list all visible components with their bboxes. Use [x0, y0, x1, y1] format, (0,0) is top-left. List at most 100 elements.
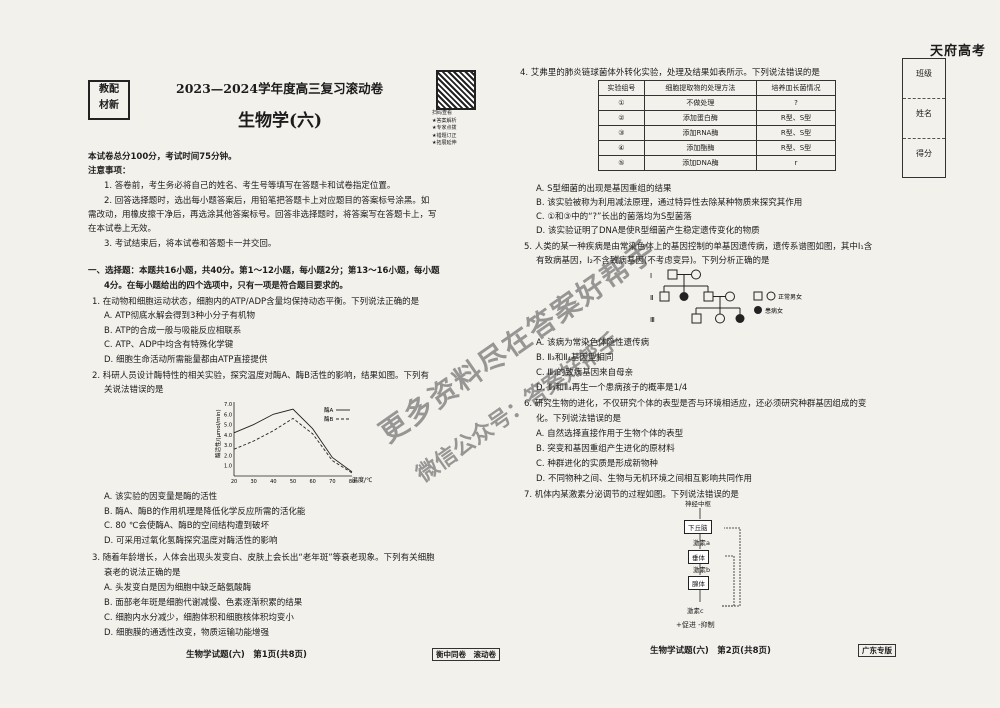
y-tick-label: 3.0 — [224, 443, 232, 449]
male-normal — [659, 291, 670, 302]
notes-label: 注意事项： — [88, 166, 131, 176]
y-tick-label: 4.0 — [224, 433, 232, 439]
page-footer-right: 生物学试题(六) 第2页(共8页) — [650, 646, 771, 656]
option[interactable]: C. 种群进化的实质是形成新物种 — [536, 459, 658, 469]
option[interactable]: A. 该病为常染色体隐性遗传病 — [536, 338, 650, 348]
legend-label: 酶A — [324, 406, 334, 414]
edition-tag: 广东专版 — [858, 644, 896, 657]
y-tick-label: 5.0 — [224, 423, 232, 429]
score-field[interactable]: 得分 — [916, 149, 932, 158]
y-tick-label: 1.0 — [224, 464, 232, 470]
option[interactable]: B. Ⅱ₃和Ⅱ₄基因型相同 — [536, 353, 614, 363]
option[interactable]: A. 该实验的因变量是酶的活性 — [104, 492, 218, 502]
option[interactable]: C. Ⅲ₃的致病基因来自母亲 — [536, 368, 634, 378]
name-field[interactable]: 姓名 — [903, 99, 945, 139]
option[interactable]: B. 该实验被称为利用减法原理，通过特异性去除某种物质来探究其作用 — [536, 198, 803, 208]
option[interactable]: C. ATP、ADP中均含有特殊化学键 — [104, 340, 234, 350]
question-stem: 有致病基因，Ⅰ₂不含致病基因(不考虑变异)。下列分析正确的是 — [536, 256, 770, 266]
series-line-2 — [233, 417, 353, 474]
legend-female-icon — [766, 291, 776, 301]
option[interactable]: B. ATP的合成一般与吸能反应相联系 — [104, 326, 242, 336]
y-axis-label: 酶活性/(μmol/min) — [214, 409, 222, 458]
flow-legend: +促进 -抑制 — [676, 621, 715, 629]
option[interactable]: D. 可采用过氧化氢酶探究温度对酶活性的影响 — [104, 536, 278, 546]
x-tick-label: 60 — [309, 479, 315, 485]
note-line: 1. 答卷前，考生务必将自己的姓名、考生号等填写在答题卡和试卷指定位置。 — [104, 181, 396, 191]
qr-code-icon[interactable] — [436, 70, 476, 110]
stamp-seal: 教配 材新 — [88, 80, 130, 120]
legend-label: 正常男女 — [778, 293, 802, 301]
generation-label: Ⅰ — [650, 272, 652, 280]
question-stem: 化。下列说法错误的是 — [536, 414, 622, 424]
option[interactable]: D. 该实验证明了DNA是使R型细菌产生稳定遗传变化的物质 — [536, 226, 760, 236]
flow-node: 垂体 — [688, 550, 709, 564]
flow-node: 下丘脑 — [684, 520, 712, 534]
y-tick-label: 6.0 — [224, 412, 232, 418]
generation-label: Ⅲ — [650, 316, 655, 324]
legend-label: 患病女 — [765, 307, 783, 315]
question-stem: 6. 研究生物的进化，不仅研究个体的表型是否与环境相适应，还必须研究种群基因组成… — [524, 399, 867, 409]
exam-info: 本试卷总分100分，考试时间75分钟。 — [88, 152, 237, 162]
x-tick-label: 20 — [231, 479, 237, 485]
section-heading: 一、选择题：本题共16小题，共40分。第1～12小题，每小题2分；第13～16小… — [88, 266, 440, 276]
question-stem: 4. 艾弗里的肺炎链球菌体外转化实验，处理及结果如表所示。下列说法错误的是 — [520, 68, 820, 78]
question-stem: 5. 人类的某一种疾病是由常染色体上的基因控制的单基因遗传病，遗传系谱图如图，其… — [524, 242, 873, 252]
legend-male-icon — [753, 291, 763, 301]
legend-label: 酶B — [324, 415, 334, 423]
option[interactable]: B. 酶A、酶B的作用机理是降低化学反应所需的活化能 — [104, 507, 306, 517]
option[interactable]: C. 细胞内水分减少，细胞体积和细胞核体积均变小 — [104, 613, 294, 623]
flow-node: 神经中枢 — [685, 500, 711, 508]
flow-label: 激素c — [687, 607, 704, 615]
question-stem: 1. 在动物和细胞运动状态，细胞内的ATP/ADP含量均保持动态平衡。下列说法正… — [92, 297, 420, 307]
female-normal — [715, 313, 725, 324]
option[interactable]: C. ①和③中的“?”长出的菌落均为S型菌落 — [536, 212, 692, 222]
question-stem: 7. 机体内某激素分泌调节的过程如图。下列说法错误的是 — [524, 490, 739, 500]
option[interactable]: A. 头发变白是因为细胞中缺乏酪氨酸酶 — [104, 583, 252, 593]
score-box: 班级 姓名 得分 — [902, 58, 946, 178]
y-tick-label: 2.0 — [224, 453, 232, 459]
note-line: 3. 考试结束后，将本试卷和答题卡一并交回。 — [104, 239, 277, 249]
flow-label: 激素b — [693, 566, 711, 574]
flow-label: 激素a — [693, 539, 710, 547]
flow-arrows — [699, 508, 741, 607]
section-heading: 4分。在每小题给出的四个选项中，只有一项是符合题目要求的。 — [104, 281, 348, 291]
option[interactable]: D. Ⅱ₃和Ⅱ₄再生一个患病孩子的概率是1/4 — [536, 383, 688, 393]
subject-title: 生物学(六) — [238, 111, 323, 131]
option[interactable]: A. 自然选择直接作用于生物个体的表型 — [536, 429, 684, 439]
series-line-1 — [233, 408, 353, 473]
x-axis-label: 温度/℃ — [352, 476, 372, 484]
pedigree-diagram: Ⅰ Ⅱ Ⅲ 正常男女 患病女 — [650, 269, 802, 324]
option[interactable]: B. 面部老年斑是细胞代谢减慢、色素逐渐积累的结果 — [104, 598, 303, 608]
brand-logo: 天府高考 — [929, 44, 986, 59]
female-affected — [679, 292, 689, 301]
note-line: 在本试卷上无效。 — [88, 224, 157, 234]
x-tick-label: 50 — [290, 479, 296, 485]
exam-title: 2023—2024学年度高三复习滚动卷 — [176, 81, 384, 96]
male-normal — [667, 269, 678, 280]
page-footer-left: 生物学试题(六) 第1页(共8页) — [186, 650, 307, 660]
option[interactable]: D. 细胞膜的通透性改变，物质运输功能增强 — [104, 628, 269, 638]
option[interactable]: D. 不同物种之间、生物与无机环境之间相互影响共同作用 — [536, 474, 752, 484]
x-tick-label: 40 — [270, 479, 276, 485]
female-affected — [735, 314, 745, 323]
x-tick-label: 80 — [349, 479, 355, 485]
option[interactable]: C. 80 ℃会使酶A、酶B的空间结构遭到破坏 — [104, 521, 270, 531]
option[interactable]: B. 突变和基因重组产生进化的原材料 — [536, 444, 675, 454]
option[interactable]: D. 细胞生命活动所需能量都由ATP直接提供 — [104, 355, 268, 365]
male-normal — [691, 313, 702, 324]
y-tick-label: 7.0 — [224, 402, 232, 408]
question-stem: 关说法错误的是 — [104, 385, 164, 395]
option[interactable]: A. ATP彻底水解会得到3种小分子有机物 — [104, 311, 255, 321]
question-stem: 2. 科研人员设计酶特性的相关实验，探究温度对酶A、酶B活性的影响，结果如图。下… — [92, 371, 429, 381]
x-tick-label: 70 — [329, 479, 335, 485]
generation-label: Ⅱ — [650, 294, 653, 302]
class-field[interactable]: 班级 — [903, 59, 945, 99]
female-normal — [725, 291, 735, 302]
option[interactable]: A. S型细菌的出现是基因重组的结果 — [536, 184, 672, 194]
